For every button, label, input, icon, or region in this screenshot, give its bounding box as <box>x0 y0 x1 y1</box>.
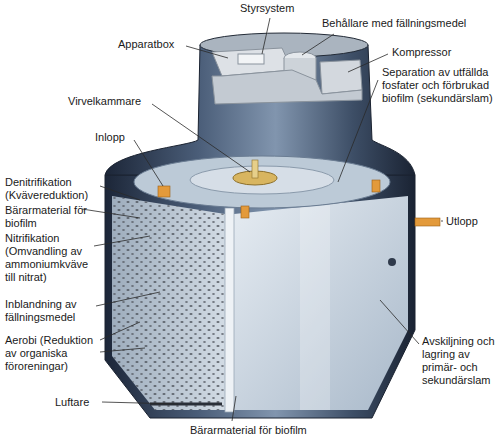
callout-label: Apparatbox <box>118 38 188 51</box>
callout-label: Luftare <box>55 396 100 409</box>
callout-label: Inlopp <box>95 131 135 144</box>
callout-label: Separation av utfällda fosfater och förb… <box>382 66 496 105</box>
callout-label: Virvelkammare <box>68 95 152 108</box>
callout-label: Avskiljning och lagring av primär- och s… <box>422 335 496 387</box>
callout-label: Behållare med fällningsmedel <box>322 17 494 30</box>
callout-label: Styrsystem <box>240 2 312 15</box>
callout-label: Aerobi (Reduktion av organiska förorenin… <box>5 334 99 373</box>
callout-label: Bärarmaterial för biofilm <box>190 424 350 437</box>
callout-label: Denitrifikation (Kvävereduktion) <box>5 176 99 202</box>
callout-label: Nitrifikation (Omvandling av ammoniumkvä… <box>5 232 99 284</box>
callout-label: Inblandning av fällningsmedel <box>5 298 99 324</box>
callout-label: Utlopp <box>446 215 496 228</box>
callout-label: Kompressor <box>392 46 464 59</box>
callout-label: Bärarmaterial för biofilm <box>5 204 99 230</box>
